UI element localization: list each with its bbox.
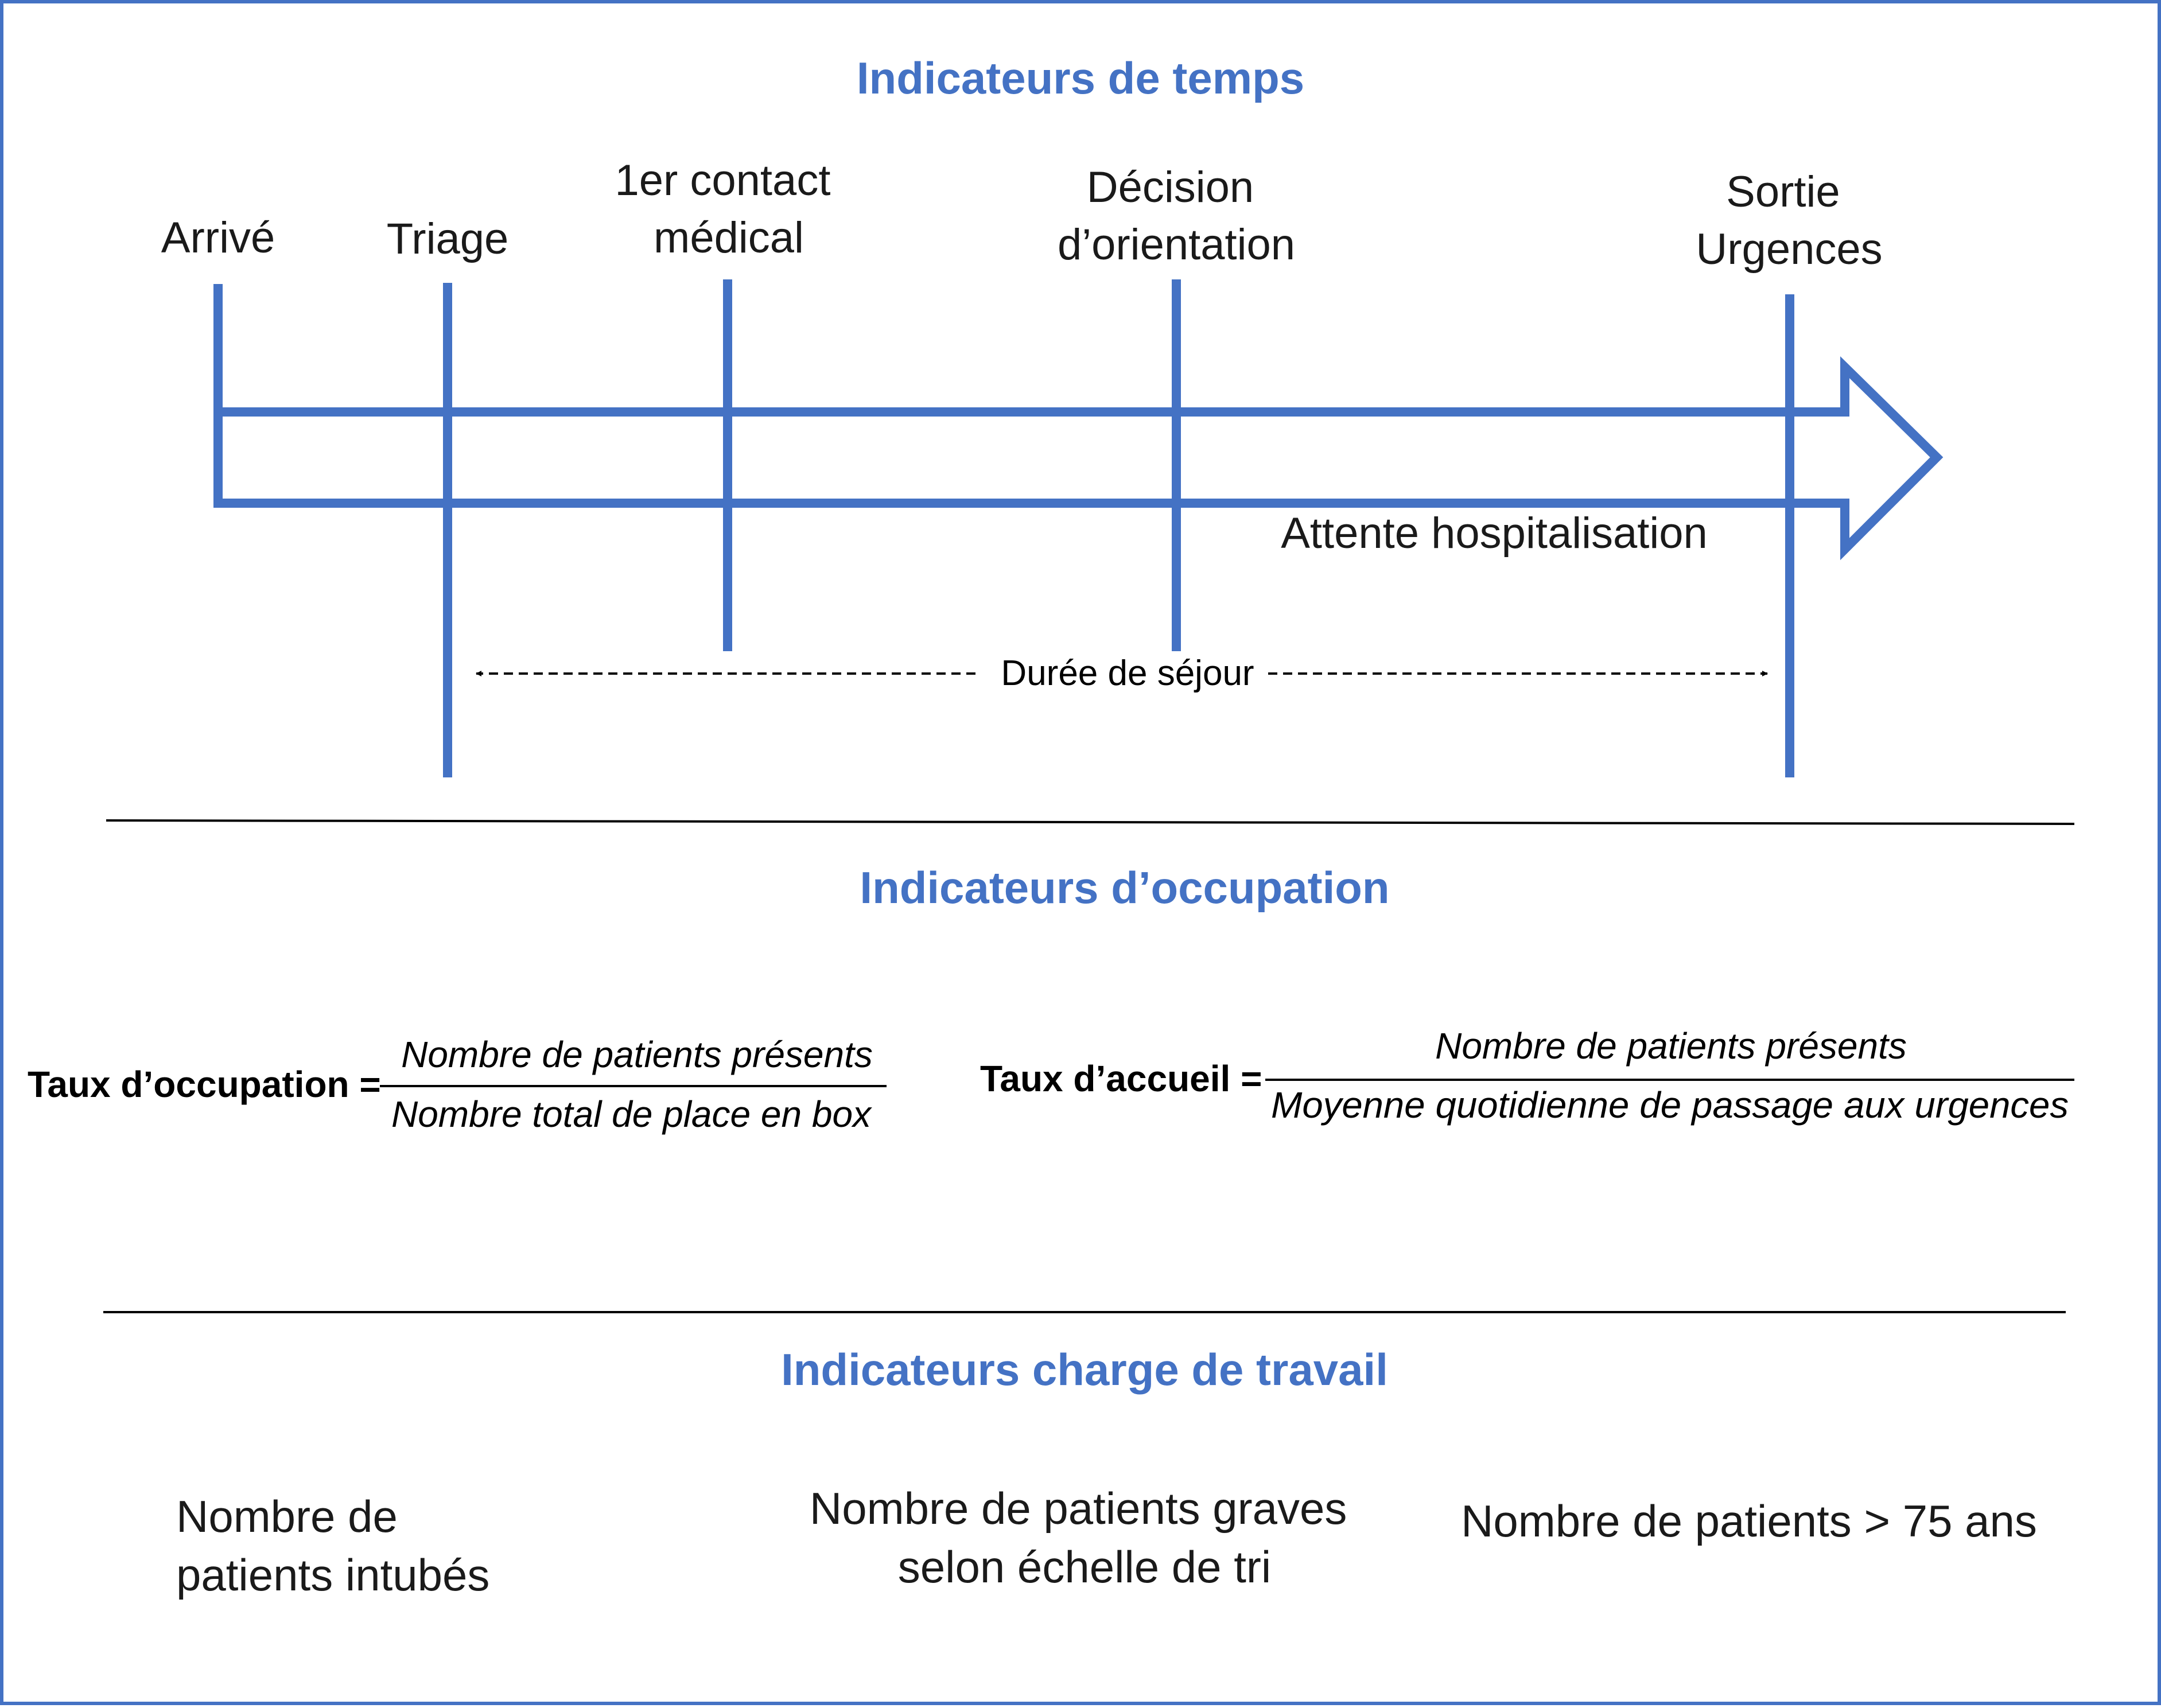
time-section-title: Indicateurs de temps: [857, 53, 1304, 103]
separator-1: [106, 819, 2075, 825]
milestone-sortie-line2: Urgences: [1696, 225, 1882, 274]
milestone-decision-label: Décision d’orientation: [1058, 163, 1295, 269]
duree-label: Durée de séjour: [1001, 653, 1254, 693]
workload-item-75ans: Nombre de patients > 75 ans: [1461, 1496, 2037, 1546]
milestone-arrive-label: Arrivé: [161, 213, 275, 262]
workload-section-title: Indicateurs charge de travail: [781, 1344, 1388, 1395]
workload-item-intubes-line2: patients intubés: [176, 1550, 489, 1600]
timeline-arrow: [218, 356, 1944, 561]
occupation-section-title: Indicateurs d’occupation: [860, 862, 1389, 913]
milestone-contact-label: 1er contact médical: [615, 156, 842, 262]
formula1-denominator: Nombre total de place en box: [391, 1094, 872, 1135]
milestone-decision-line2: d’orientation: [1058, 220, 1295, 269]
milestone-triage-label: Triage: [387, 215, 509, 263]
workload-item-intubes: Nombre de patients intubés: [176, 1491, 489, 1600]
formula2-label: Taux d’accueil =: [980, 1058, 1262, 1099]
workload-item-graves-line2: selon échelle de tri: [898, 1542, 1271, 1592]
formula1-label: Taux d’occupation =: [28, 1064, 381, 1105]
milestone-decision-line1: Décision: [1087, 163, 1254, 212]
milestone-contact-line1: 1er contact: [615, 156, 830, 205]
formula2-denominator: Moyenne quotidienne de passage aux urgen…: [1271, 1084, 2069, 1126]
workload-item-graves-line1: Nombre de patients graves: [810, 1483, 1347, 1534]
workload-item-intubes-line1: Nombre de: [176, 1491, 398, 1542]
attente-label: Attente hospitalisation: [1281, 509, 1708, 558]
workload-item-graves: Nombre de patients graves selon échelle …: [810, 1483, 1359, 1592]
milestone-sortie-line1: Sortie: [1726, 168, 1840, 216]
formula1-numerator: Nombre de patients présents: [401, 1034, 873, 1075]
milestone-contact-line2: médical: [654, 213, 804, 262]
formula2-numerator: Nombre de patients présents: [1435, 1025, 1907, 1067]
milestone-sortie-label: Sortie Urgences: [1696, 168, 1882, 274]
